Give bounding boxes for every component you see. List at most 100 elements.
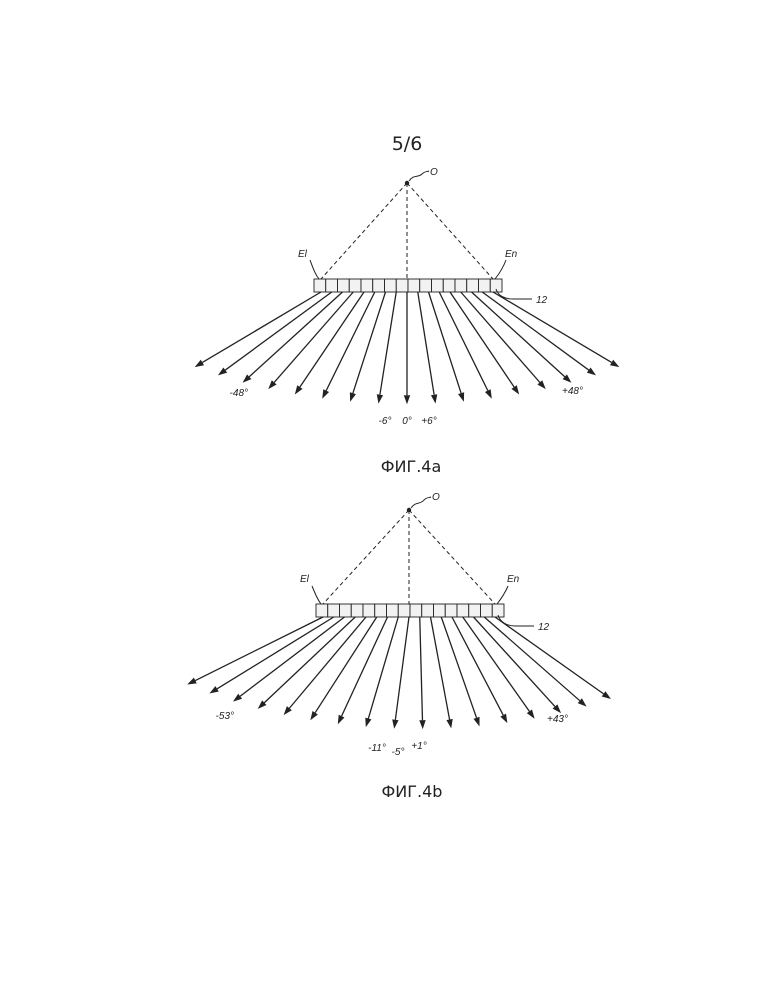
beam-arrowhead (474, 717, 480, 727)
beam-arrow (225, 292, 331, 370)
dashed-line-left (321, 183, 407, 279)
angle-label: -53° (216, 711, 234, 722)
transducer-element (351, 604, 363, 617)
element-last-label: En (507, 574, 520, 585)
beam-arrow (463, 617, 530, 711)
origin-label: O (430, 167, 438, 178)
figure-caption: ФИГ.4b (382, 782, 443, 801)
dashed-line-left (323, 510, 409, 604)
array-ref-label: 12 (536, 295, 548, 306)
beam-fan (195, 292, 620, 404)
beam-arrowhead (500, 714, 507, 723)
beam-arrowhead (187, 678, 196, 685)
beam-arrow (240, 617, 344, 696)
transducer-element (457, 604, 469, 617)
transducer-element (445, 604, 457, 617)
beam-arrow (300, 292, 364, 387)
beam-arrow (249, 292, 342, 377)
beam-arrowhead (431, 394, 437, 403)
transducer-element (481, 604, 493, 617)
beam-arrow (195, 617, 323, 681)
transducer-element (361, 279, 373, 292)
beam-arrowhead (610, 360, 619, 367)
origin-label: O (432, 492, 440, 503)
beam-arrowhead (322, 389, 329, 398)
angle-label: +6° (421, 416, 436, 427)
transducer-element (410, 604, 422, 617)
transducer-element (387, 604, 399, 617)
beam-arrowhead (338, 715, 345, 725)
transducer-element (396, 279, 408, 292)
beam-arrowhead (392, 719, 398, 728)
transducer-element (443, 279, 455, 292)
element-last-label: En (505, 249, 518, 260)
transducer-element (349, 279, 361, 292)
beam-arrowhead (458, 392, 464, 402)
beam-arrowhead (485, 389, 492, 398)
transducer-element (432, 279, 444, 292)
beam-arrow (418, 292, 434, 395)
transducer-element (326, 279, 338, 292)
transducer-array (314, 279, 502, 292)
transducer-element (420, 279, 432, 292)
angle-label: 0° (402, 416, 412, 427)
origin-leader (409, 171, 429, 181)
transducer-element (314, 279, 326, 292)
angle-label: -6° (379, 416, 392, 427)
beam-arrowhead (350, 392, 356, 402)
angle-label: +48° (562, 386, 583, 397)
angle-label: -48° (230, 388, 248, 399)
beam-arrowhead (446, 719, 452, 728)
en-leader (495, 260, 506, 279)
beam-arrowhead (404, 395, 410, 404)
beam-arrow (342, 617, 388, 716)
transducer-element (340, 604, 352, 617)
transducer-element (375, 604, 387, 617)
transducer-element (422, 604, 434, 617)
beam-arrow (484, 617, 580, 701)
beam-arrowhead (377, 394, 383, 403)
transducer-element (455, 279, 467, 292)
angle-label: +43° (547, 714, 568, 725)
beam-arrow (495, 617, 604, 694)
beam-arrow (450, 292, 514, 387)
beam-arrowhead (233, 694, 242, 702)
transducer-element (385, 279, 397, 292)
transducer-element (316, 604, 328, 617)
beam-arrow (326, 292, 375, 391)
transducer-element (469, 604, 481, 617)
beam-arrowhead (511, 385, 519, 394)
transducer-element (398, 604, 410, 617)
figure-4b: O El En 12 -53° -11° -5° +1° +43° ФИГ.4b (187, 492, 611, 801)
transducer-element (338, 279, 350, 292)
beam-arrowhead (587, 367, 596, 375)
element-first-label: El (300, 574, 310, 585)
angle-label: +1° (411, 741, 426, 752)
beam-arrowhead (602, 691, 611, 699)
transducer-element (467, 279, 479, 292)
beam-arrowhead (195, 360, 204, 367)
beam-arrow (315, 617, 377, 713)
dashed-line-right (409, 510, 495, 604)
beam-arrow (439, 292, 488, 391)
transducer-element (328, 604, 340, 617)
beam-arrowhead (218, 367, 227, 375)
beam-arrow (380, 292, 396, 395)
beam-arrowhead (419, 720, 425, 729)
beam-arrow (472, 292, 565, 377)
beam-arrow (368, 617, 398, 719)
beam-arrowhead (209, 686, 218, 693)
dashed-line-right (407, 183, 493, 279)
transducer-element (373, 279, 385, 292)
figure-4a: O El En 12 -48° -6° 0° +6° +48° ФИГ.4a (195, 167, 620, 476)
transducer-element (363, 604, 375, 617)
beam-arrow (289, 617, 366, 708)
transducer-element (434, 604, 446, 617)
transducer-element (408, 279, 420, 292)
beam-arrowhead (310, 711, 318, 720)
beam-arrow (264, 617, 355, 703)
beam-arrow (353, 292, 386, 393)
beam-arrow (429, 292, 462, 393)
beam-arrowhead (527, 709, 535, 718)
transducer-array (316, 604, 504, 617)
